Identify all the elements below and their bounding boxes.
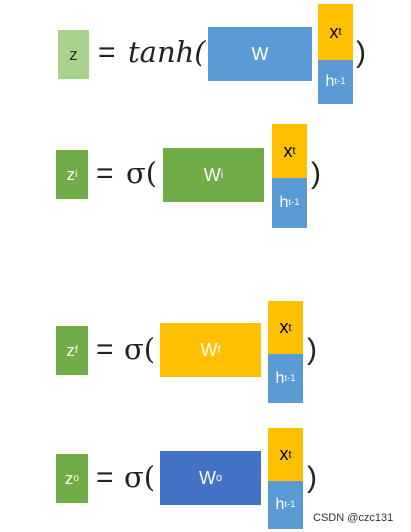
equals-sign: = [96,157,114,190]
h-label: h [279,194,289,211]
z-label: z [64,468,74,488]
equals-sign: = [96,461,114,494]
sigma-function: σ( [124,332,156,366]
h-label: h [275,496,285,513]
z-label: z [69,44,78,64]
x-label: x [283,140,293,161]
h-label: h [275,369,285,387]
equals-sign: = [96,333,114,366]
z-label: z [66,164,76,184]
h-label: h [325,73,335,90]
close-paren: ) [307,333,317,366]
x-label: x [329,21,339,42]
watermark: CSDN @czc131 [313,512,394,524]
close-paren: ) [356,36,366,69]
tanh-function: tanh( [128,35,206,69]
weight-label: W [203,164,221,185]
z-label: z [66,340,75,360]
x-label: x [279,444,289,464]
x-label: x [279,317,289,337]
equals-sign: = [98,36,116,69]
weight-label: W [200,339,218,360]
close-paren: ) [307,461,317,494]
weight-label: W [251,43,269,64]
sigma-function: σ( [124,460,156,494]
close-paren: ) [311,157,321,190]
weight-label: W [198,467,216,488]
z-block: z [58,30,89,79]
weight-matrix-w: W [208,27,312,81]
sigma-function: σ( [126,156,158,190]
